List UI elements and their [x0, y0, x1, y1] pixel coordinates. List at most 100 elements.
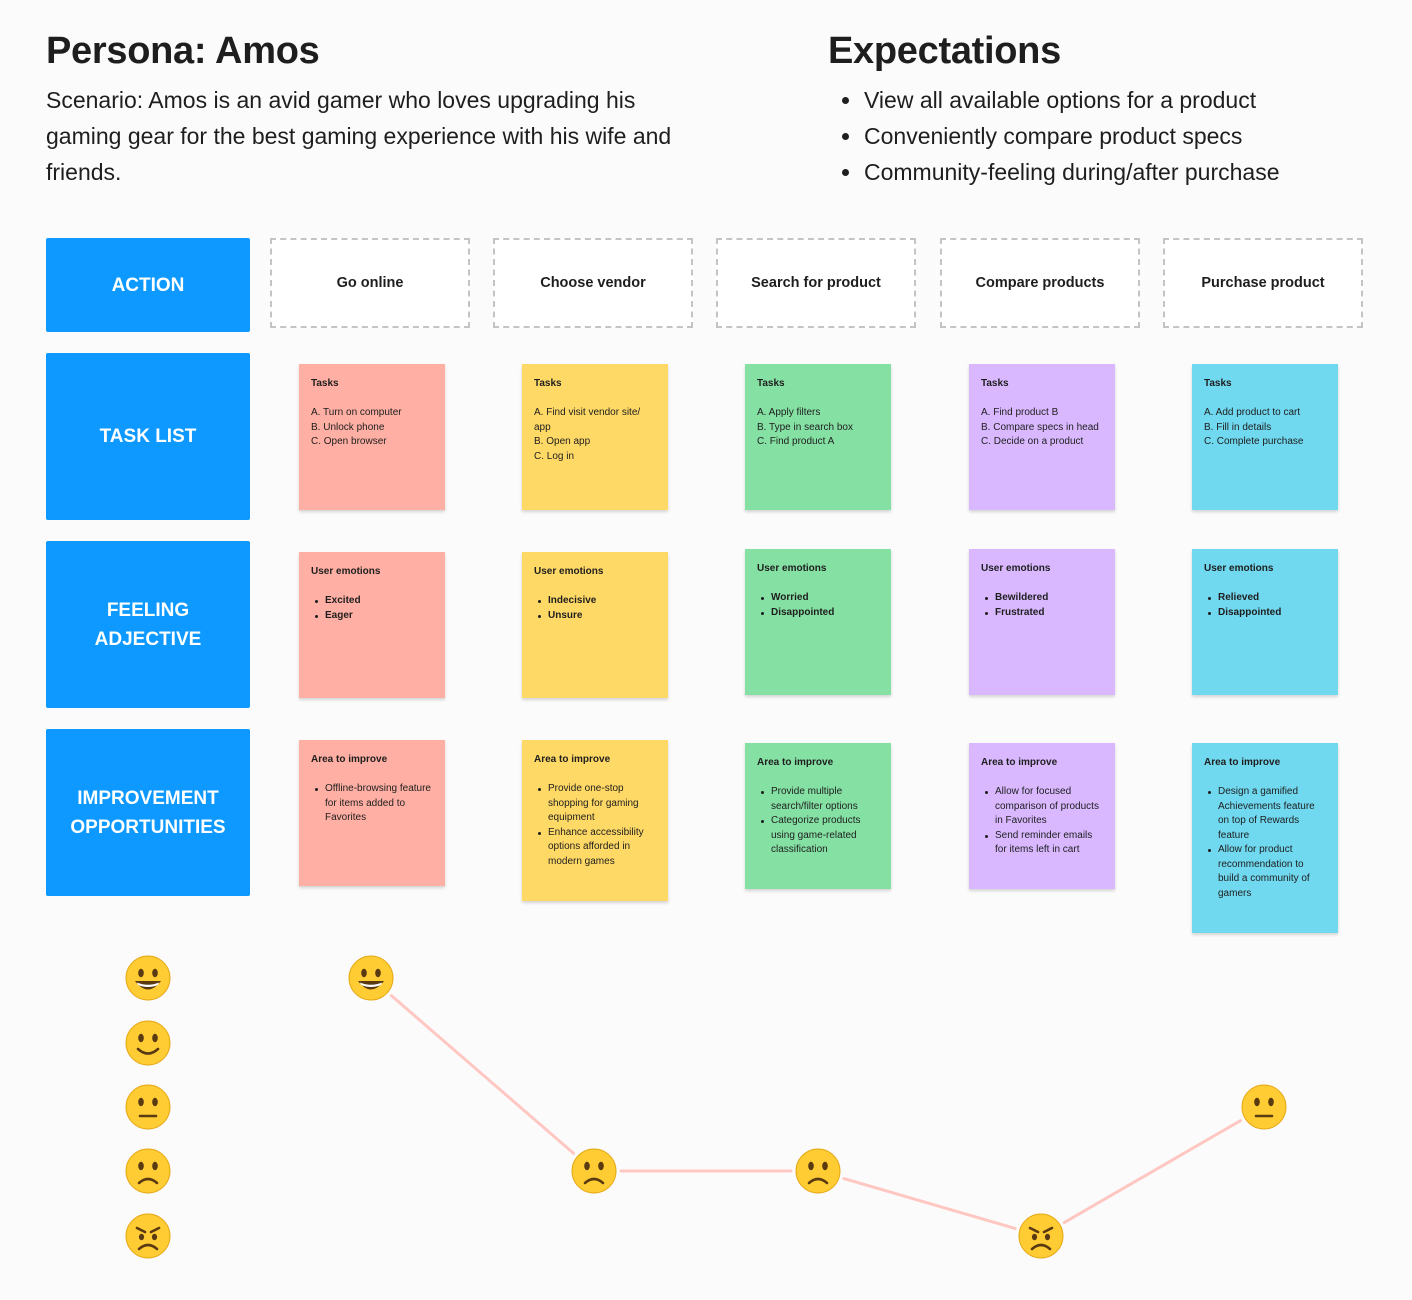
- emotion-item: Excited: [311, 594, 433, 609]
- expectation-item: Community-feeling during/after purchase: [838, 154, 1279, 190]
- emotion-item: Indecisive: [534, 594, 656, 609]
- journey-segment: [842, 1177, 1017, 1230]
- row-label-text: ACTION: [111, 274, 185, 296]
- task-item: A. Find visit vendor site/ app: [534, 407, 641, 433]
- emotion-item: Relieved: [1204, 591, 1326, 606]
- action-stage-box: Go online: [270, 238, 470, 328]
- sticky-title: Tasks: [534, 378, 562, 389]
- task-sticky-note: Tasks A. Apply filters B. Type in search b…: [745, 364, 891, 510]
- row-label-text: IMPROVEMENT OPPORTUNITIES: [70, 787, 226, 838]
- sticky-title: Tasks: [981, 378, 1009, 389]
- smiling-face-icon: [125, 1020, 171, 1066]
- action-stage-box: Compare products: [940, 238, 1140, 328]
- improvement-item: Allow for focused comparison of products…: [981, 785, 1103, 829]
- row-label-action: ACTION: [46, 238, 250, 332]
- neutral-face-icon: [1241, 1084, 1287, 1130]
- frowning-face-icon: [125, 1148, 171, 1194]
- task-sticky-note: Tasks A. Add product to cart B. Fill in de…: [1192, 364, 1338, 510]
- improvement-item: Enhance accessibility options afforded i…: [534, 826, 656, 870]
- improvement-item: Send reminder emails for items left in c…: [981, 829, 1103, 858]
- improvement-item: Provide multiple search/filter options: [757, 785, 879, 814]
- task-item: A. Find product B: [981, 407, 1059, 418]
- emotion-item: Unsure: [534, 609, 656, 624]
- sticky-title: Area to improve: [534, 754, 611, 765]
- task-item: C. Decide on a product: [981, 436, 1084, 447]
- angry-face-icon: [125, 1213, 171, 1259]
- task-item: B. Type in search box: [757, 421, 853, 433]
- task-item: B. Fill in details: [1204, 421, 1272, 433]
- task-item: B. Unlock phone: [311, 421, 385, 433]
- expectation-item: Conveniently compare product specs: [838, 118, 1279, 154]
- task-item: C. Complete purchase: [1204, 436, 1304, 447]
- emotion-item: Disappointed: [757, 606, 879, 621]
- neutral-face-icon: [125, 1084, 171, 1130]
- task-item: A. Turn on computer: [311, 407, 402, 418]
- emotion-item: Bewildered: [981, 591, 1103, 606]
- sticky-title: User emotions: [757, 563, 827, 574]
- sticky-title: User emotions: [981, 563, 1051, 574]
- mood-scale: [125, 955, 171, 1259]
- frowning-face-icon: [571, 1148, 617, 1194]
- sticky-title: User emotions: [311, 566, 381, 577]
- task-item: C. Log in: [534, 450, 575, 462]
- sticky-title: Tasks: [311, 378, 339, 389]
- action-stage-box: Choose vendor: [493, 238, 693, 328]
- journey-segment: [1062, 1119, 1243, 1224]
- improvement-item: Design a gamified Achievements feature o…: [1204, 785, 1326, 843]
- improvement-item: Categorize products using game-related c…: [757, 814, 879, 858]
- task-item: A. Apply filters: [757, 407, 821, 418]
- sticky-title: User emotions: [534, 566, 604, 577]
- task-sticky-note: Tasks A. Find product B B. Compare specs i…: [969, 364, 1115, 510]
- expectations-list: View all available options for a product…: [838, 82, 1279, 190]
- row-label-improvement: IMPROVEMENT OPPORTUNITIES: [46, 729, 250, 896]
- improvement-item: Allow for product recommendation to buil…: [1204, 843, 1326, 901]
- emotion-item: Worried: [757, 591, 879, 606]
- sticky-title: Area to improve: [981, 757, 1058, 768]
- sticky-title: Area to improve: [311, 754, 388, 765]
- angry-face-icon: [1018, 1213, 1064, 1259]
- emotion-item: Disappointed: [1204, 606, 1326, 621]
- expectations-title: Expectations: [828, 30, 1061, 72]
- emotion-item: Frustrated: [981, 606, 1103, 621]
- sticky-title: User emotions: [1204, 563, 1274, 574]
- sticky-title: Area to improve: [757, 757, 834, 768]
- action-stage-box: Purchase product: [1163, 238, 1363, 328]
- expectation-item: View all available options for a product: [838, 82, 1279, 118]
- improvement-item: Offline-browsing feature for items added…: [311, 782, 433, 826]
- task-item: B. Compare specs in head: [981, 421, 1099, 433]
- journey-lines: [389, 994, 1243, 1230]
- row-label-text: FEELING ADJECTIVE: [94, 599, 202, 650]
- task-item: C. Find product A: [757, 436, 835, 447]
- persona-title: Persona: Amos: [46, 30, 320, 72]
- persona-scenario: Scenario: Amos is an avid gamer who love…: [46, 87, 672, 185]
- journey-segment: [389, 994, 576, 1155]
- task-item: A. Add product to cart: [1204, 407, 1301, 418]
- grinning-face-icon: [125, 955, 171, 1001]
- row-label-text: TASK LIST: [99, 426, 197, 447]
- sticky-title: Area to improve: [1204, 757, 1281, 768]
- row-label-task-list: TASK LIST: [46, 353, 250, 520]
- improvement-item: Provide one-stop shopping for gaming equ…: [534, 782, 656, 826]
- sticky-title: Tasks: [757, 378, 785, 389]
- sticky-title: Tasks: [1204, 378, 1232, 389]
- emotion-item: Eager: [311, 609, 433, 624]
- action-stage-box: Search for product: [716, 238, 916, 328]
- task-item: C. Open browser: [311, 436, 387, 447]
- grinning-face-icon: [348, 955, 394, 1001]
- frowning-face-icon: [795, 1148, 841, 1194]
- stage-moods: [348, 955, 1287, 1259]
- row-label-feeling: FEELING ADJECTIVE: [46, 541, 250, 708]
- task-item: B. Open app: [534, 436, 591, 447]
